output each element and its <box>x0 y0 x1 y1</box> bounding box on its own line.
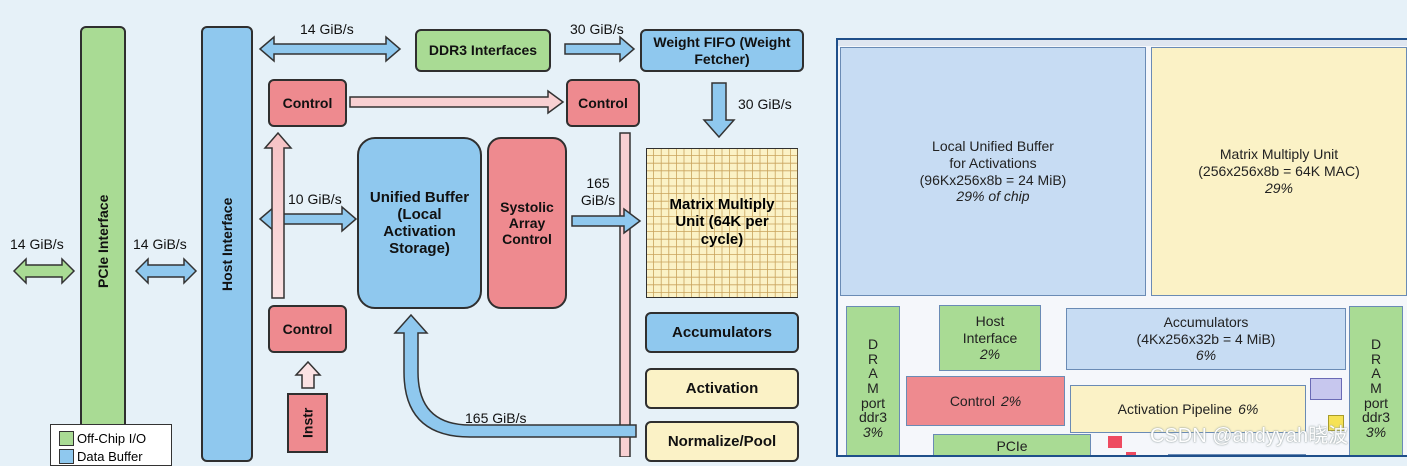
accumulators-block: Accumulators <box>645 312 799 353</box>
arrow-into-mmu <box>571 207 642 235</box>
fp-accumulators: Accumulators (4Kx256x32b = 4 MiB) 6% <box>1066 308 1346 370</box>
die-floorplan: Local Unified Buffer for Activations (96… <box>836 38 1407 457</box>
legend: Off-Chip I/O Data Buffer <box>50 424 172 466</box>
fp-host-line3: 2% <box>979 346 1001 363</box>
fp-accum-line3: 6% <box>1195 347 1217 364</box>
arrows-layer <box>12 35 736 457</box>
rate-ddr3-link: 14 GiB/s <box>300 21 354 37</box>
fp-dram-left-7: 3% <box>862 424 884 441</box>
systolic-array-control-block: Systolic Array Control <box>487 137 567 309</box>
rate-pcie-left: 14 GiB/s <box>10 236 64 252</box>
fp-host-line2: Interface <box>962 329 1018 346</box>
arrow-instr-control <box>294 360 322 389</box>
fp-lub-line4: 29% of chip <box>956 188 1030 205</box>
fp-lub-line1: Local Unified Buffer <box>932 137 1054 154</box>
arrow-return-path <box>393 313 637 438</box>
fp-local-unified-buffer: Local Unified Buffer for Activations (96… <box>840 47 1146 296</box>
unified-buffer-block: Unified Buffer (Local Activation Storage… <box>357 137 482 309</box>
fp-dram-right-7: 3% <box>1365 424 1387 441</box>
host-interface-block: Host Interface <box>201 26 253 462</box>
fp-mmu-line3: 29% <box>1264 179 1294 196</box>
fp-dram-right-4: M <box>1370 380 1382 397</box>
matrix-grid <box>646 148 798 298</box>
rate-fifo-link: 30 GiB/s <box>570 21 624 37</box>
fp-dram-left-1: D <box>867 336 879 352</box>
matrix-multiply-unit-label: Matrix Multiply Unit (64K per cycle) <box>669 196 775 248</box>
control-block-top-right: Control <box>566 79 640 127</box>
floorplan-top-strip <box>838 40 1407 46</box>
arrow-fifo-down <box>702 82 736 139</box>
fp-dram-left-5: port <box>860 394 886 411</box>
fp-lub-line2: for Activations <box>949 154 1037 171</box>
fp-act-label: Activation Pipeline <box>1117 400 1233 417</box>
fp-pcie-label: PCIe <box>996 438 1028 454</box>
fp-act-pct: 6% <box>1238 400 1259 417</box>
instr-block: Instr <box>287 393 328 453</box>
fp-misc-block-yellow <box>1328 415 1344 431</box>
watermark: CSDN @andyyah晓波 <box>1150 425 1349 447</box>
fp-accum-line1: Accumulators <box>1163 313 1249 330</box>
fp-dram-right-2: R <box>1370 350 1382 367</box>
control-block-bottom: Control <box>268 305 347 353</box>
fp-mmu-line1: Matrix Multiply Unit <box>1219 146 1339 163</box>
rate-return: 165 GiB/s <box>465 410 527 426</box>
fp-dram-left-6: ddr3 <box>858 409 888 426</box>
fp-misc-block-red1 <box>1108 436 1122 448</box>
fp-matrix-multiply-unit: Matrix Multiply Unit (256x256x8b = 64K M… <box>1151 47 1407 296</box>
fp-dram-right-1: D <box>1370 336 1382 352</box>
fp-host-interface: Host Interface 2% <box>939 305 1041 371</box>
normalize-pool-block: Normalize/Pool <box>645 421 799 462</box>
rate-ub-link: 10 GiB/s <box>288 191 342 207</box>
legend-swatch-green <box>59 431 74 446</box>
arrow-control-control <box>349 89 565 115</box>
fp-dram-right-3: A <box>1371 365 1381 382</box>
fp-mmu-line2: (256x256x8b = 64K MAC) <box>1198 163 1360 180</box>
fp-control-pct: 2% <box>1000 392 1022 409</box>
fp-dram-right-5: port <box>1363 394 1389 411</box>
arrow-ddr3-fifo <box>564 35 636 63</box>
arrow-host-ddr3 <box>258 35 402 63</box>
fp-pcie: PCIe <box>933 434 1091 455</box>
ddr3-interfaces-block: DDR3 Interfaces <box>415 29 551 72</box>
arrow-pcie-host <box>134 257 198 285</box>
pcie-interface-block: PCIe Interface <box>80 26 126 457</box>
fp-activation-pipeline: Activation Pipeline 6% <box>1070 385 1306 433</box>
fp-host-line1: Host <box>975 312 1005 329</box>
fp-control-label: Control <box>949 392 995 409</box>
fp-misc-block-green2 <box>1168 454 1306 455</box>
fp-lub-line3: (96Kx256x8b = 24 MiB) <box>919 171 1067 188</box>
fp-dram-left-2: R <box>867 350 879 367</box>
rate-fifo-down: 30 GiB/s <box>738 96 792 112</box>
control-bus-bar <box>619 132 631 457</box>
fp-dram-left-4: M <box>867 380 879 397</box>
weight-fifo-block: Weight FIFO (Weight Fetcher) <box>640 29 804 72</box>
arrow-vert-top-control <box>263 131 293 299</box>
control-block-top-left: Control <box>268 79 347 127</box>
arrow-pcie-external <box>12 257 76 285</box>
fp-dram-right-6: ddr3 <box>1361 409 1391 426</box>
fp-accum-line2: (4Kx256x32b = 4 MiB) <box>1136 330 1276 347</box>
fp-dram-right: D R A M port ddr3 3% <box>1349 306 1403 455</box>
legend-item-offchip: Off-Chip I/O <box>59 431 171 446</box>
rate-mmu-in: 165 GiB/s <box>580 175 616 208</box>
fp-misc-block-purple <box>1310 378 1342 400</box>
fp-dram-left-3: A <box>868 365 878 382</box>
fp-control: Control 2% <box>906 376 1065 426</box>
legend-label-offchip: Off-Chip I/O <box>77 431 147 446</box>
activation-block: Activation <box>645 368 799 409</box>
fp-misc-block-red2 <box>1126 452 1136 455</box>
rate-pcie-host: 14 GiB/s <box>133 236 187 252</box>
fp-dram-left: D R A M port ddr3 3% <box>846 306 900 455</box>
